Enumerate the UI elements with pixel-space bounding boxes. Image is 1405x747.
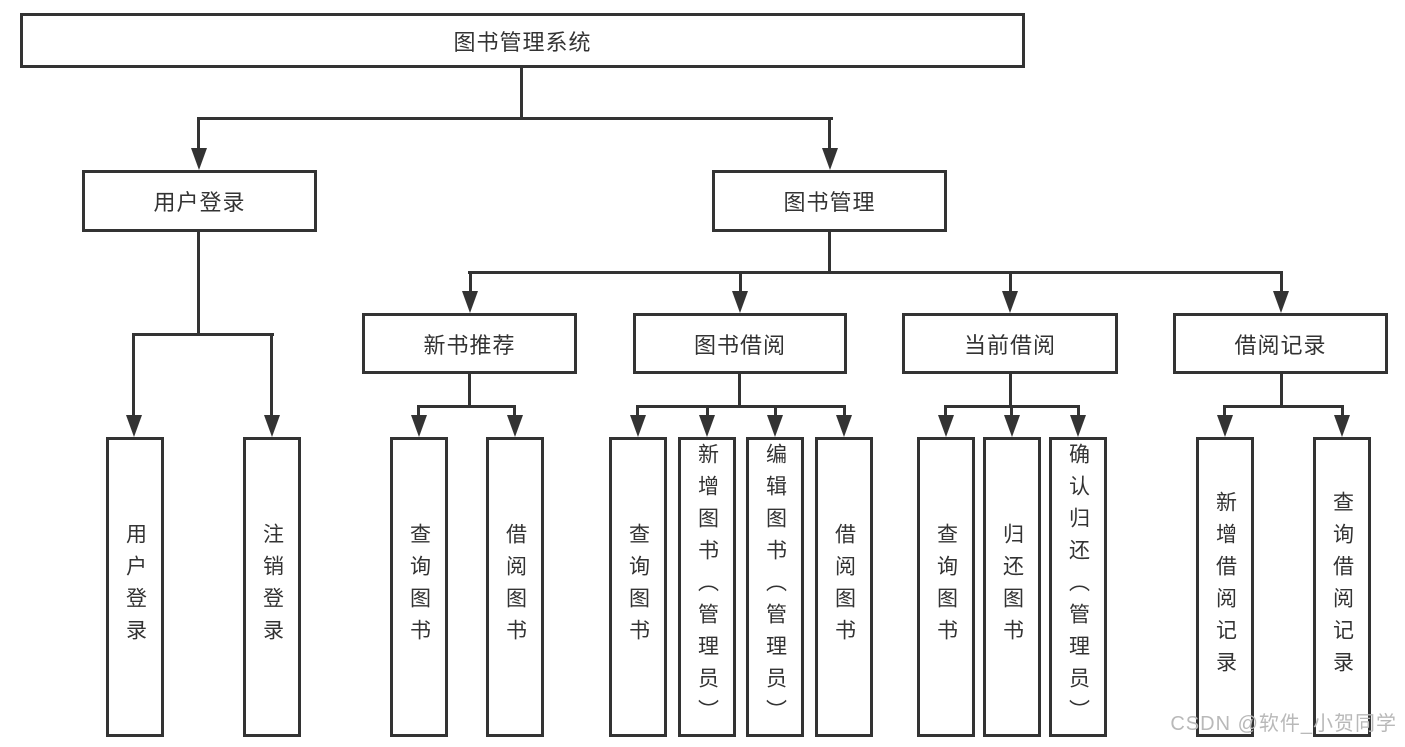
connector-line [828, 117, 831, 153]
connector-line [468, 374, 471, 408]
connector-line [738, 374, 741, 408]
connector-line [1010, 405, 1013, 419]
connector-line [1280, 271, 1283, 293]
node-book-management: 图书管理 [712, 170, 947, 232]
leaf-current-return-books: 归还图书 [983, 437, 1041, 737]
connector-line [739, 271, 742, 293]
connector-line [944, 405, 947, 419]
connector-arrowhead [836, 415, 852, 437]
leaf-recommend-borrow-books-label: 借阅图书 [503, 523, 527, 651]
csdn-watermark: CSDN @软件_小贺同学 [1170, 713, 1397, 735]
leaf-logout-label: 注销登录 [260, 523, 284, 651]
node-user-login-label: 用户登录 [153, 190, 246, 215]
connector-line [1280, 374, 1283, 408]
connector-line [417, 405, 516, 408]
connector-arrowhead [1334, 415, 1350, 437]
node-current-borrowing-label: 当前借阅 [963, 332, 1056, 358]
connector-arrowhead [1070, 415, 1086, 437]
leaf-recommend-query-books: 查询图书 [390, 437, 448, 737]
leaf-borrow-edit-books-admin-label: 编辑图书（管理员） [763, 443, 787, 731]
leaf-borrow-add-books-admin-label: 新增图书（管理员） [695, 443, 719, 731]
connector-arrowhead [126, 415, 142, 437]
leaf-borrow-borrow-books: 借阅图书 [815, 437, 873, 737]
connector-line [468, 271, 1283, 274]
connector-line [132, 333, 135, 417]
leaf-recommend-borrow-books: 借阅图书 [486, 437, 544, 737]
connector-line [843, 405, 846, 419]
connector-line [197, 117, 833, 120]
connector-arrowhead [507, 415, 523, 437]
connector-arrowhead [822, 148, 838, 170]
leaf-records-query-record-label: 查询借阅记录 [1330, 491, 1354, 683]
node-new-book-recommend: 新书推荐 [362, 313, 577, 374]
leaf-current-query-books-label: 查询图书 [934, 523, 958, 651]
connector-arrowhead [411, 415, 427, 437]
leaf-logout: 注销登录 [243, 437, 301, 737]
leaf-borrow-edit-books-admin: 编辑图书（管理员） [746, 437, 804, 737]
connector-arrowhead [1002, 291, 1018, 313]
leaf-borrow-query-books: 查询图书 [609, 437, 667, 737]
connector-line [828, 232, 831, 274]
connector-line [270, 333, 273, 417]
connector-arrowhead [191, 148, 207, 170]
connector-arrowhead [462, 291, 478, 313]
node-root-label: 图书管理系统 [453, 29, 592, 55]
leaf-current-confirm-return-admin: 确认归还（管理员） [1049, 437, 1107, 737]
connector-arrowhead [732, 291, 748, 313]
connector-line [1223, 405, 1226, 419]
connector-line [1341, 405, 1344, 419]
connector-line [469, 271, 472, 293]
connector-line [197, 232, 200, 336]
node-book-borrowing-label: 图书借阅 [693, 332, 786, 358]
connector-line [1009, 271, 1012, 293]
node-book-borrowing: 图书借阅 [633, 313, 847, 374]
leaf-user-login: 用户登录 [106, 437, 164, 737]
leaf-user-login-label: 用户登录 [123, 523, 147, 651]
connector-line [636, 405, 846, 408]
leaf-records-add-record: 新增借阅记录 [1196, 437, 1254, 737]
connector-line [774, 405, 777, 419]
node-root: 图书管理系统 [20, 13, 1025, 68]
connector-arrowhead [699, 415, 715, 437]
connector-line [417, 405, 420, 419]
connector-line [197, 117, 200, 153]
connector-arrowhead [1217, 415, 1233, 437]
node-user-login: 用户登录 [82, 170, 317, 232]
leaf-current-return-books-label: 归还图书 [1000, 523, 1024, 651]
connector-line [513, 405, 516, 419]
connector-arrowhead [1273, 291, 1289, 313]
connector-arrowhead [264, 415, 280, 437]
connector-arrowhead [767, 415, 783, 437]
leaf-current-confirm-return-admin-label: 确认归还（管理员） [1066, 443, 1090, 731]
node-borrowing-records: 借阅记录 [1173, 313, 1388, 374]
node-current-borrowing: 当前借阅 [902, 313, 1118, 374]
leaf-recommend-query-books-label: 查询图书 [407, 523, 431, 651]
connector-arrowhead [630, 415, 646, 437]
node-borrowing-records-label: 借阅记录 [1234, 332, 1327, 358]
leaf-records-add-record-label: 新增借阅记录 [1213, 491, 1237, 683]
leaf-borrow-query-books-label: 查询图书 [626, 523, 650, 651]
connector-line [636, 405, 639, 419]
leaf-records-query-record: 查询借阅记录 [1313, 437, 1371, 737]
connector-line [520, 66, 523, 119]
node-new-book-recommend-label: 新书推荐 [423, 332, 516, 358]
connector-line [1223, 405, 1344, 408]
connector-arrowhead [1004, 415, 1020, 437]
connector-line [1077, 405, 1080, 419]
connector-line [1009, 374, 1012, 408]
leaf-borrow-borrow-books-label: 借阅图书 [832, 523, 856, 651]
node-book-management-label: 图书管理 [783, 190, 876, 215]
leaf-current-query-books: 查询图书 [917, 437, 975, 737]
connector-line [132, 333, 274, 336]
connector-line [706, 405, 709, 419]
leaf-borrow-add-books-admin: 新增图书（管理员） [678, 437, 736, 737]
connector-arrowhead [938, 415, 954, 437]
